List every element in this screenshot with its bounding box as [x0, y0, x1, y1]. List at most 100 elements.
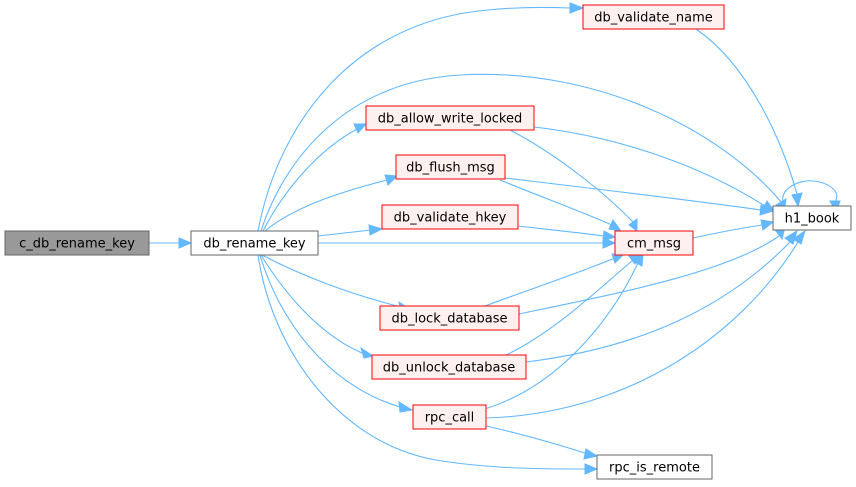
- node-box[interactable]: [381, 204, 519, 230]
- node-box[interactable]: [190, 230, 319, 256]
- node-rpc-is-remote[interactable]: rpc_is_remote: [596, 454, 713, 480]
- node-cm-msg[interactable]: cm_msg: [614, 230, 694, 256]
- node-box[interactable]: [395, 154, 506, 180]
- arrowhead: [791, 192, 803, 208]
- arrowhead: [353, 123, 368, 134]
- edge-db_allow_write_locked-to-cm_msg: [509, 129, 638, 232]
- node-label: c_db_rename_key: [19, 237, 135, 252]
- arrowhead: [628, 218, 638, 232]
- edge-line: [485, 425, 589, 455]
- edge-line: [261, 254, 402, 308]
- edge-line: [525, 241, 791, 363]
- node-label: db_validate_name: [594, 11, 713, 26]
- arrowhead: [775, 230, 785, 241]
- node-db-rename-key[interactable]: db_rename_key: [190, 230, 319, 256]
- node-box[interactable]: [371, 354, 527, 380]
- arrowhead: [759, 204, 775, 216]
- node-box[interactable]: [379, 305, 520, 331]
- edge-db_rename_key-to-db_flush_msg: [264, 174, 399, 232]
- node-label: db_allow_write_locked: [378, 112, 523, 127]
- node-box[interactable]: [4, 230, 150, 256]
- edge-line: [480, 262, 639, 411]
- node-db-allow-write-locked[interactable]: db_allow_write_locked: [365, 105, 535, 131]
- nodes-layer: c_db_rename_key db_rename_key db_validate_…: [4, 4, 852, 480]
- edge-db_validate_hkey-to-cm_msg: [517, 225, 617, 242]
- edge-line: [533, 126, 766, 207]
- edge-line: [782, 180, 838, 207]
- edge-db_rename_key-to-db_allow_write_locked: [262, 123, 368, 232]
- node-db-unlock-database[interactable]: db_unlock_database: [371, 354, 527, 380]
- arrowhead: [583, 448, 599, 460]
- arrowhead: [368, 224, 384, 236]
- node-label: db_rename_key: [203, 237, 305, 252]
- arrowhead: [608, 219, 623, 232]
- node-db-validate-hkey[interactable]: db_validate_hkey: [381, 204, 519, 230]
- edge-db_validate_name-to-h1_book: [695, 28, 803, 208]
- arrowhead: [398, 401, 414, 413]
- edge-db_rename_key-to-rpc_is_remote: [257, 254, 599, 475]
- edge-db_flush_msg-to-h1_book: [504, 177, 775, 216]
- arrowhead: [178, 237, 193, 249]
- edge-c_db_rename_key-to-db_rename_key: [144, 237, 193, 249]
- node-db-validate-name[interactable]: db_validate_name: [582, 4, 725, 30]
- edge-line: [505, 259, 634, 356]
- node-label: h1_book: [785, 212, 840, 227]
- node-label: rpc_is_remote: [609, 461, 700, 476]
- edge-rpc_call-to-rpc_is_remote: [485, 425, 599, 460]
- edge-line: [695, 28, 798, 195]
- edge-db_lock_database-to-h1_book: [518, 230, 785, 315]
- edge-line: [317, 229, 372, 237]
- edge-line: [517, 225, 605, 237]
- edge-line: [692, 224, 763, 239]
- edge-line: [262, 128, 358, 232]
- node-db-lock-database[interactable]: db_lock_database: [379, 305, 520, 331]
- edge-db_rename_key-to-cm_msg: [318, 237, 617, 249]
- edge-db_rename_key-to-rpc_call: [259, 254, 414, 413]
- node-box[interactable]: [614, 230, 694, 256]
- node-label: db_validate_hkey: [394, 211, 507, 226]
- edge-db_rename_key-to-db_validate_hkey: [317, 224, 384, 237]
- node-box[interactable]: [412, 404, 487, 430]
- edge-db_rename_key-to-db_validate_name: [257, 2, 585, 232]
- edge-rpc_call-to-cm_msg: [480, 252, 644, 411]
- node-rpc-call[interactable]: rpc_call: [412, 404, 487, 430]
- node-db-flush-msg[interactable]: db_flush_msg: [395, 154, 506, 180]
- edge-db_rename_key-to-db_lock_database: [261, 254, 413, 313]
- edge-line: [264, 179, 388, 232]
- node-label: cm_msg: [627, 237, 681, 252]
- edge-line: [257, 254, 586, 470]
- arrowhead: [569, 2, 585, 14]
- edge-line: [504, 177, 762, 211]
- node-box[interactable]: [596, 454, 713, 480]
- edge-rpc_call-to-h1_book: [485, 229, 806, 419]
- arrowhead: [360, 346, 375, 359]
- node-label: db_unlock_database: [383, 361, 516, 376]
- edge-line: [260, 73, 783, 232]
- edge-db_rename_key-to-db_unlock_database: [260, 254, 375, 359]
- edge-db_allow_write_locked-to-h1_book: [533, 126, 777, 213]
- arrowhead: [760, 219, 775, 231]
- edge-line: [257, 6, 571, 232]
- arrowhead: [792, 229, 806, 245]
- arrowhead: [632, 252, 644, 267]
- edge-db_flush_msg-to-cm_msg: [499, 179, 623, 232]
- arrowhead: [384, 174, 399, 186]
- node-label: db_lock_database: [391, 312, 507, 327]
- edge-line: [259, 254, 401, 408]
- edge-line: [518, 235, 780, 315]
- node-c-db-rename-key[interactable]: c_db_rename_key: [4, 230, 150, 256]
- edge-db_lock_database-to-cm_msg: [484, 253, 626, 307]
- node-label: rpc_call: [425, 411, 475, 426]
- edge-line: [485, 241, 799, 419]
- edge-line: [509, 129, 634, 223]
- node-box[interactable]: [772, 205, 852, 231]
- arrowhead: [602, 230, 617, 242]
- node-h1-book[interactable]: h1_book: [772, 205, 852, 231]
- edge-line: [260, 254, 363, 354]
- edge-line: [499, 179, 613, 226]
- node-box[interactable]: [582, 4, 725, 30]
- node-box[interactable]: [365, 105, 535, 131]
- edge-db_unlock_database-to-cm_msg: [505, 253, 641, 356]
- arrowhead: [584, 463, 599, 475]
